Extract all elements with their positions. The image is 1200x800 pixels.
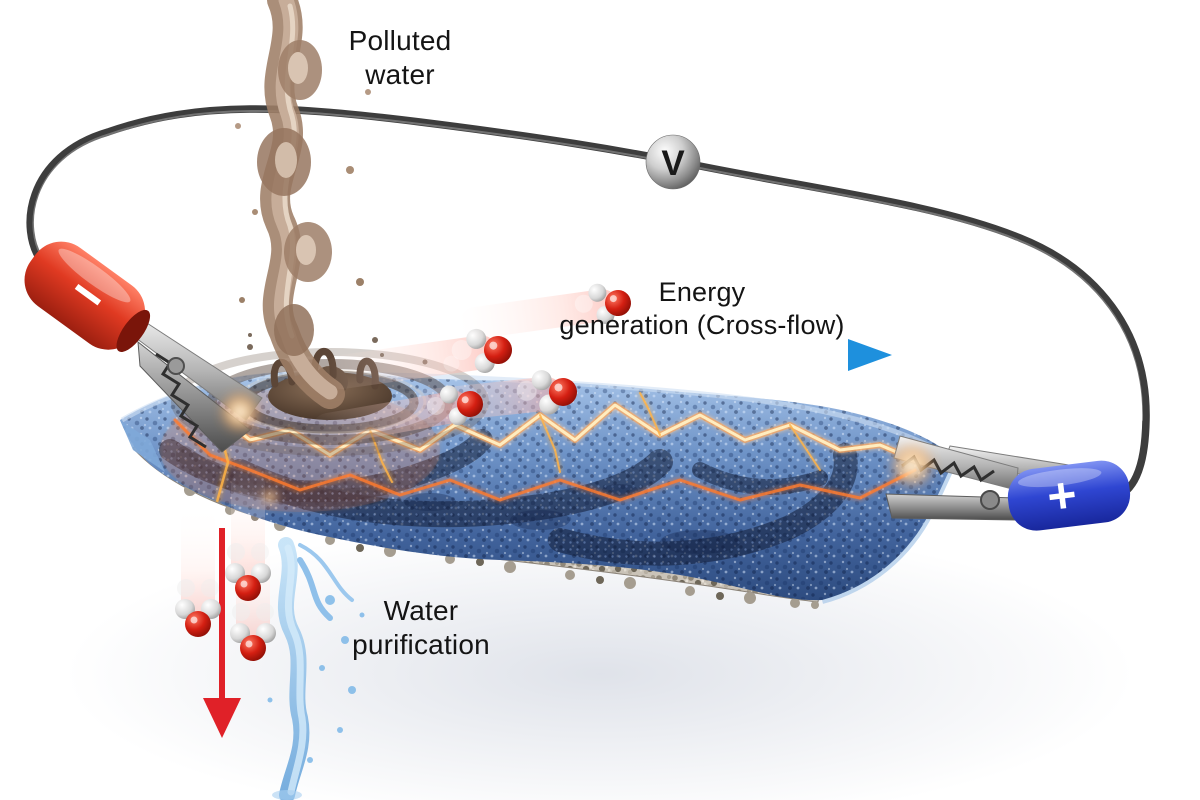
energy-arrow	[545, 339, 892, 371]
positive-clip-screw	[980, 490, 1000, 510]
voltmeter-sphere	[645, 134, 701, 190]
hydrogen-atom	[588, 283, 607, 302]
membrane-left-tip	[120, 420, 165, 472]
energy-generation-label: Energy generation (Cross-flow)	[502, 276, 902, 342]
negative-clip-screw	[167, 357, 185, 375]
positive-terminal-label: +	[1044, 466, 1080, 525]
membrane-blotches	[404, 484, 740, 554]
water-purification-label-line2: purification	[352, 629, 490, 661]
clean-water-stream	[267, 537, 365, 800]
negative-clip-teeth	[155, 352, 207, 449]
water-molecule	[312, 385, 483, 446]
oxygen-atom	[235, 575, 261, 601]
positive-clip: +	[885, 435, 1131, 531]
stream-blobs	[235, 40, 371, 356]
polluted-water-label: Polluted water	[290, 24, 510, 92]
oxygen-atom	[240, 635, 266, 661]
hydrogen-atom	[531, 370, 552, 391]
crossflow-molecules	[312, 283, 631, 446]
wire-highlight	[32, 110, 1144, 421]
positive-boot: +	[1007, 460, 1131, 531]
water-molecule	[175, 579, 221, 637]
negative-boot: −	[24, 241, 151, 352]
voltmeter-label: V	[661, 144, 685, 183]
voltmeter: V	[645, 134, 701, 190]
discharge-spark	[261, 488, 279, 506]
polluted-water-label-line1: Polluted	[348, 25, 452, 56]
polluted-water-stream	[235, 0, 371, 409]
energy-generation-label-line2: generation (Cross-flow)	[559, 309, 845, 340]
hydrogen-atom	[440, 385, 459, 404]
purified-outflow	[175, 468, 365, 800]
negative-contact-spark	[218, 390, 262, 434]
polluted-water-label-line2: water	[365, 59, 435, 91]
clean-droplets	[267, 595, 365, 763]
water-purification-label-line1: Water	[383, 595, 459, 626]
positive-contact-spark	[888, 442, 936, 490]
water-molecule	[230, 603, 276, 661]
purification-arrow	[203, 528, 241, 738]
oxygen-atom	[185, 611, 211, 637]
water-molecule	[225, 543, 271, 601]
water-purification-label: Water purification	[311, 594, 531, 662]
falling-molecules	[175, 543, 276, 661]
water-molecule	[459, 283, 631, 340]
energy-generation-label-line1: Energy	[658, 277, 746, 307]
